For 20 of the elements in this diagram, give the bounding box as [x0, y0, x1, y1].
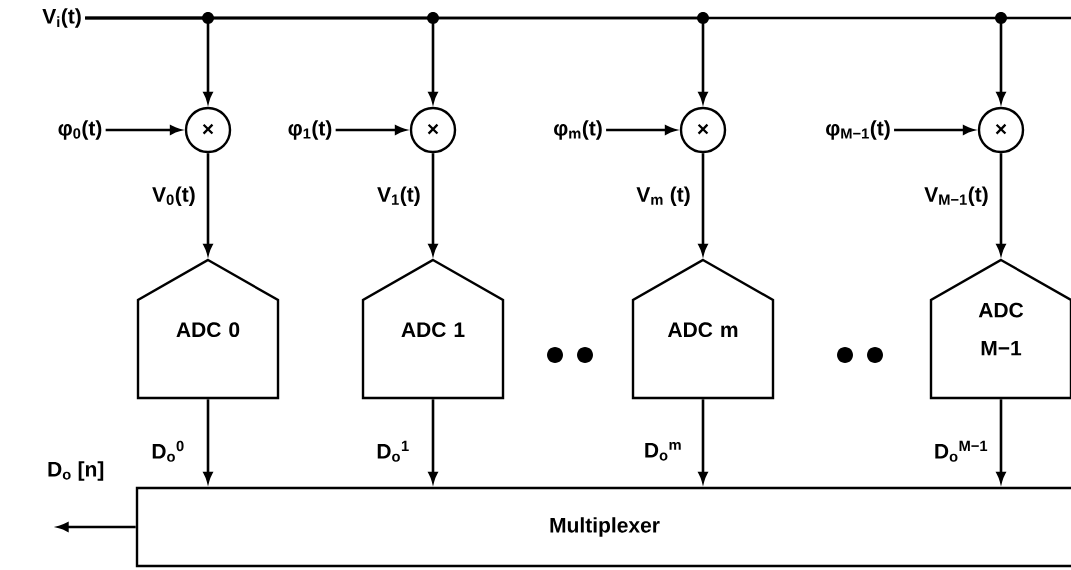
arrow — [57, 522, 136, 532]
edge-label: D$_{o}$1 — [377, 440, 409, 462]
edge-label: D$_{o}$0 — [152, 440, 184, 462]
adc-block: ADC M−1 — [929, 258, 1071, 400]
signal-label: φ$_{0}$(t) — [58, 120, 102, 140]
edge-label: V$_{m}$ (t) — [636, 186, 690, 206]
edge-label: D$_{o}$M−1 — [935, 440, 988, 462]
adc-block: ADC m — [631, 258, 775, 400]
signal-label: φ$_{M−1}$(t) — [826, 120, 890, 140]
signal-label: V$_{i}$(t) — [42, 8, 81, 28]
adc-block: ADC 0 — [136, 258, 280, 400]
edge-label: V$_{0}$(t) — [152, 186, 195, 206]
signal-label: φ$_{m}$(t) — [554, 120, 602, 140]
edge-label: V$_{1}$(t) — [377, 186, 420, 206]
edge-label: V$_{M−1}$(t) — [924, 186, 988, 206]
adc-block: ADC 1 — [361, 258, 505, 400]
edge-label: D$_{o}$ [n] — [48, 461, 104, 481]
signal-label: φ$_{1}$(t) — [288, 120, 332, 140]
multiplexer-box: Multiplexer — [135, 486, 1071, 568]
edge-label: D$_{o}$m — [645, 441, 681, 461]
